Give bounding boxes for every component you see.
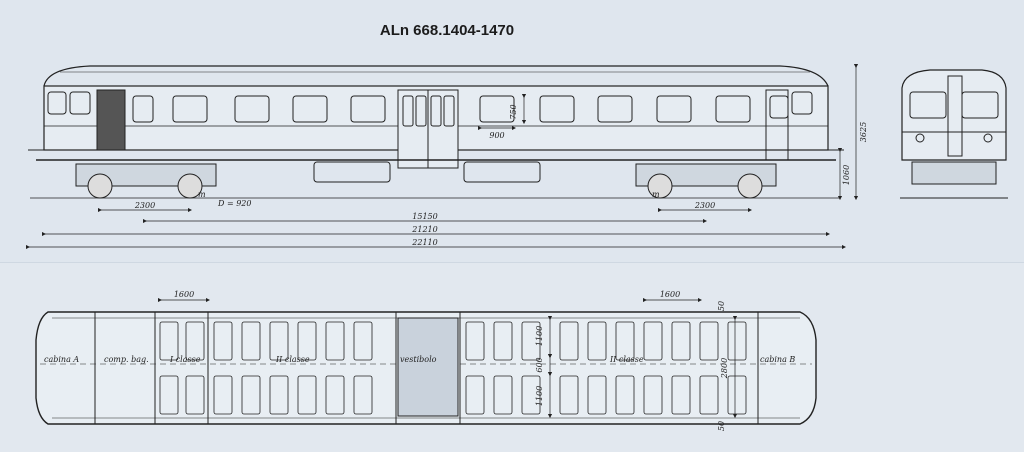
dim-bogie-wheelbase-right: 2300 bbox=[694, 201, 715, 210]
seat bbox=[559, 375, 579, 415]
label-second-class-right: II classe bbox=[609, 355, 644, 364]
seat bbox=[269, 321, 289, 361]
seat bbox=[521, 321, 541, 361]
side-dimension-labels: 750 900 3625 1060 2300 2300 m m D = 920 … bbox=[134, 104, 868, 247]
dim-bay-pitch-left: 1600 bbox=[174, 290, 194, 299]
dim-aisle-width: 600 bbox=[535, 357, 544, 372]
diagram-title: ALn 668.1404-1470 bbox=[379, 22, 515, 39]
dim-wheel-diameter: D = 920 bbox=[217, 199, 251, 208]
seat bbox=[699, 375, 719, 415]
label-comp-bag: comp. bag. bbox=[104, 355, 149, 364]
dim-edge-bottom: 50 bbox=[717, 421, 726, 431]
dim-bogie-centers: 15150 bbox=[412, 212, 437, 221]
seat bbox=[465, 321, 485, 361]
seat bbox=[159, 321, 179, 361]
seat bbox=[325, 321, 345, 361]
wheel-marker-left: m bbox=[198, 190, 206, 199]
seat bbox=[213, 375, 233, 415]
dim-window-width: 900 bbox=[489, 131, 504, 140]
end-view bbox=[900, 69, 1008, 199]
seat bbox=[671, 375, 691, 415]
seat bbox=[353, 375, 373, 415]
seat bbox=[643, 375, 663, 415]
bogie-right bbox=[635, 163, 777, 199]
seat bbox=[493, 321, 513, 361]
seat bbox=[185, 321, 205, 361]
dim-body-width: 2800 bbox=[720, 358, 729, 379]
label-first-class: I classe bbox=[169, 355, 201, 364]
plan-view bbox=[35, 311, 817, 425]
plan-dimension-labels: 1600 1600 1100 600 1100 2800 50 50 bbox=[174, 290, 729, 431]
seat bbox=[325, 375, 345, 415]
seat bbox=[465, 375, 485, 415]
wheel-marker-right: m bbox=[652, 190, 660, 199]
seat bbox=[615, 375, 635, 415]
side-windows bbox=[132, 95, 751, 123]
seat bbox=[159, 375, 179, 415]
seat bbox=[615, 321, 635, 361]
dim-edge-top: 50 bbox=[717, 301, 726, 311]
seat bbox=[493, 375, 513, 415]
dim-floor-height: 1060 bbox=[842, 165, 851, 185]
dim-overall-length: 22110 bbox=[411, 238, 437, 247]
seat bbox=[671, 321, 691, 361]
dim-seat-width-top: 1100 bbox=[535, 326, 544, 346]
label-vestibule: vestibolo bbox=[400, 355, 437, 364]
dim-bay-pitch-right: 1600 bbox=[660, 290, 680, 299]
seat bbox=[297, 321, 317, 361]
dim-body-length: 21210 bbox=[411, 225, 437, 234]
dim-bogie-wheelbase-left: 2300 bbox=[134, 201, 155, 210]
seat bbox=[587, 375, 607, 415]
dim-total-height: 3625 bbox=[859, 122, 868, 142]
side-dimensions bbox=[25, 63, 859, 250]
seat bbox=[269, 375, 289, 415]
seat bbox=[241, 321, 261, 361]
bogie-left bbox=[75, 163, 217, 199]
plan-dimensions bbox=[157, 297, 738, 419]
seat bbox=[643, 321, 663, 361]
seat bbox=[587, 321, 607, 361]
compartment-labels: cabina A comp. bag. I classe II classe v… bbox=[44, 355, 795, 364]
label-cabina-b: cabina B bbox=[760, 355, 795, 364]
seat bbox=[241, 375, 261, 415]
dim-seat-width-bottom: 1100 bbox=[535, 386, 544, 406]
seat bbox=[297, 375, 317, 415]
label-second-class-left: II classe bbox=[275, 355, 310, 364]
seat bbox=[353, 321, 373, 361]
label-cabina-a: cabina A bbox=[44, 355, 79, 364]
seat bbox=[699, 321, 719, 361]
seat bbox=[185, 375, 205, 415]
seat bbox=[559, 321, 579, 361]
side-view bbox=[28, 65, 844, 199]
dim-window-height: 750 bbox=[509, 104, 518, 119]
seat bbox=[521, 375, 541, 415]
seat bbox=[213, 321, 233, 361]
